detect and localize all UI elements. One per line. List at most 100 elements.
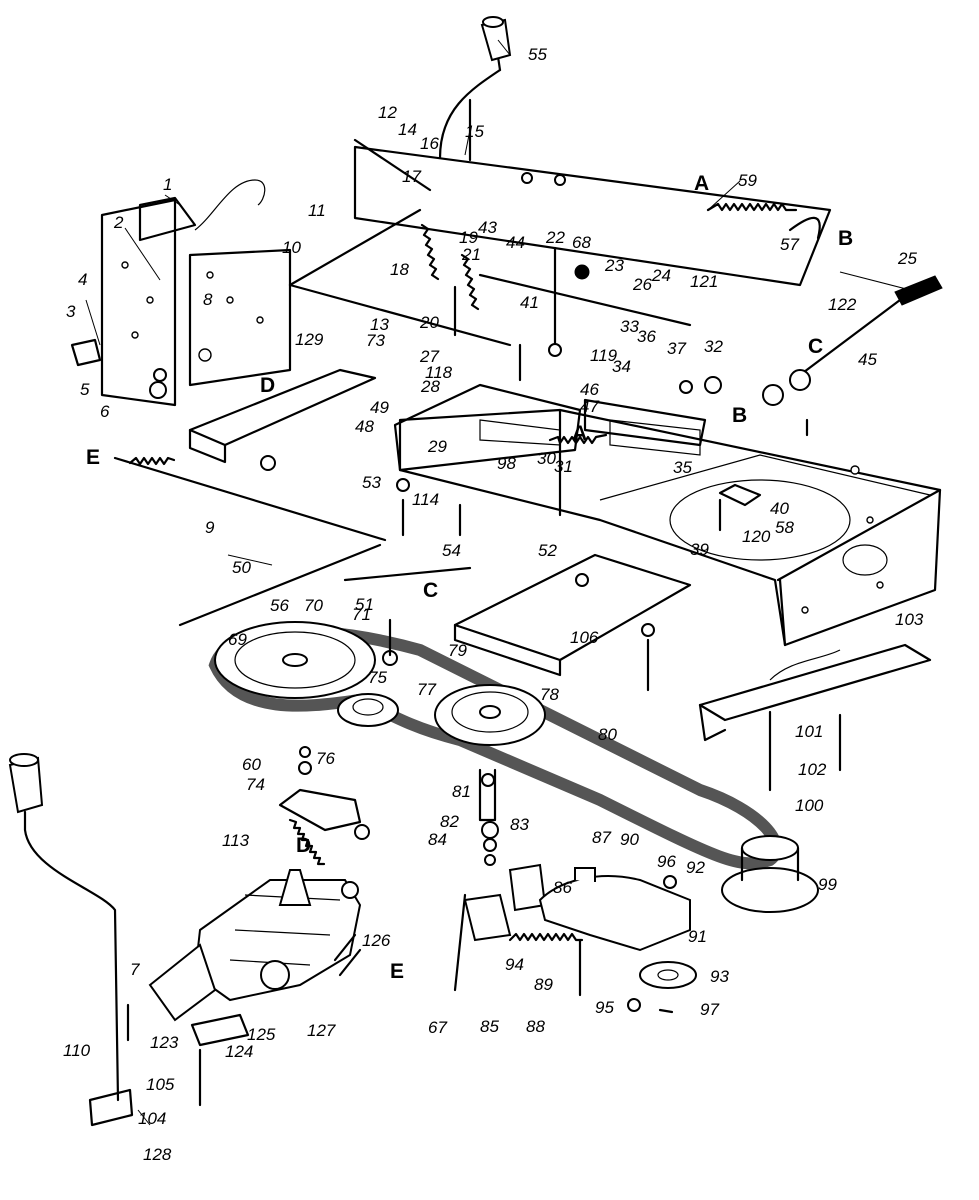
part-label-69: 69	[228, 630, 247, 649]
part-label-4: 4	[78, 270, 87, 289]
part-label-60: 60	[242, 755, 261, 774]
drive-belt-system	[208, 621, 819, 989]
part-label-19: 19	[459, 228, 478, 247]
part-label-47: 47	[580, 397, 599, 416]
part-label-32: 32	[704, 337, 723, 356]
part-label-40: 40	[770, 499, 789, 518]
part-label-106: 106	[570, 628, 599, 647]
part-label-124: 124	[225, 1042, 253, 1061]
part-label-98: 98	[497, 454, 516, 473]
part-label-3: 3	[66, 302, 76, 321]
reference-letters: A B C D E A B C D E	[86, 172, 853, 983]
part-label-75: 75	[368, 668, 387, 687]
part-label-59: 59	[738, 171, 757, 190]
part-label-119: 119	[590, 346, 618, 365]
part-label-127: 127	[307, 1021, 336, 1040]
part-label-99: 99	[818, 875, 837, 894]
part-label-92: 92	[686, 858, 705, 877]
shift-lever-55-lower	[8, 753, 134, 1127]
part-label-26: 26	[632, 275, 652, 294]
bracket-73	[188, 368, 377, 464]
part-label-82: 82	[440, 812, 459, 831]
part-label-31: 31	[554, 457, 573, 476]
part-label-121: 121	[690, 272, 718, 291]
part-label-44: 44	[506, 233, 525, 252]
letter-a: A	[694, 172, 709, 195]
part-label-54: 54	[442, 541, 461, 560]
part-label-25: 25	[897, 249, 917, 268]
part-label-33: 33	[620, 317, 639, 336]
part-label-18: 18	[390, 260, 409, 279]
part-label-84: 84	[428, 830, 447, 849]
part-label-100: 100	[795, 796, 824, 815]
part-label-51: 51	[355, 595, 374, 614]
part-label-105: 105	[146, 1075, 175, 1094]
part-label-9: 9	[205, 518, 215, 537]
springs	[128, 202, 798, 942]
letter-d: D	[260, 374, 275, 397]
part-label-24: 24	[651, 266, 671, 285]
part-label-36: 36	[637, 327, 656, 346]
part-label-35: 35	[673, 458, 692, 477]
part-label-89: 89	[534, 975, 553, 994]
part-label-85: 85	[480, 1017, 499, 1036]
part-label-21: 21	[461, 245, 481, 264]
part-label-49: 49	[370, 398, 389, 417]
part-label-110: 110	[63, 1041, 91, 1060]
linkage-rods	[113, 48, 902, 627]
part-label-37: 37	[667, 339, 686, 358]
part-label-95: 95	[595, 998, 614, 1017]
main-frame	[353, 145, 942, 647]
part-label-11: 11	[308, 201, 326, 220]
letter-a: A	[572, 422, 587, 445]
part-label-20: 20	[419, 313, 439, 332]
letter-d: D	[296, 834, 311, 857]
part-label-2: 2	[113, 213, 124, 232]
part-label-126: 126	[362, 931, 391, 950]
leader-lines	[85, 39, 919, 1126]
part-number-labels: 1 2 3 4 5 6 7 8 9 10 11 12 13 14 15 16 1…	[63, 45, 924, 1164]
part-label-15: 15	[465, 122, 484, 141]
part-label-83: 83	[510, 815, 529, 834]
idler-arm-assembly	[453, 863, 691, 992]
part-label-58: 58	[775, 518, 794, 537]
part-label-67: 67	[428, 1018, 447, 1037]
part-label-76: 76	[316, 749, 335, 768]
part-label-14: 14	[398, 120, 417, 139]
part-label-125: 125	[247, 1025, 276, 1044]
part-label-45: 45	[858, 350, 877, 369]
part-label-46: 46	[580, 380, 599, 399]
letter-b: B	[838, 227, 853, 250]
control-handle-25	[894, 275, 943, 306]
part-label-88: 88	[526, 1017, 545, 1036]
part-label-93: 93	[710, 967, 729, 986]
part-label-79: 79	[448, 641, 467, 660]
bracket-74	[278, 788, 362, 832]
part-label-1: 1	[163, 175, 172, 194]
part-label-34: 34	[612, 357, 631, 376]
bracket-124	[190, 1013, 250, 1047]
part-label-74: 74	[246, 775, 265, 794]
part-label-77: 77	[417, 680, 436, 699]
part-label-120: 120	[742, 527, 771, 546]
part-label-6: 6	[100, 402, 110, 421]
part-label-78: 78	[540, 685, 559, 704]
part-label-103: 103	[895, 610, 924, 629]
part-label-39: 39	[690, 540, 709, 559]
part-label-53: 53	[362, 473, 381, 492]
part-label-96: 96	[657, 852, 676, 871]
part-label-102: 102	[798, 760, 827, 779]
part-label-68: 68	[572, 233, 591, 252]
part-label-23: 23	[604, 256, 624, 275]
letter-b: B	[732, 404, 747, 427]
part-label-29: 29	[427, 437, 447, 456]
plates	[393, 383, 932, 742]
part-label-56: 56	[270, 596, 289, 615]
part-label-113: 113	[222, 831, 250, 850]
part-label-13: 13	[370, 315, 389, 334]
part-label-80: 80	[598, 725, 617, 744]
part-label-8: 8	[203, 290, 213, 309]
part-label-81: 81	[452, 782, 471, 801]
part-label-55: 55	[528, 45, 547, 64]
